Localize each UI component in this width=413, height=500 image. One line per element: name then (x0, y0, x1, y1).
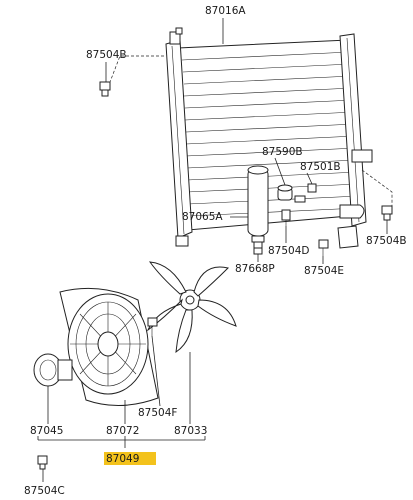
condenser (109, 27, 393, 249)
label-87033: 87033 (174, 425, 207, 437)
label-87065a: 87065A (182, 211, 223, 223)
label-87590b: 87590B (262, 146, 303, 158)
fan-blade (146, 261, 237, 353)
highlight-87049 (104, 452, 156, 465)
clip-87501b (307, 183, 317, 193)
cap-87668p (253, 247, 263, 255)
label-87045: 87045 (30, 425, 63, 437)
callout-labels: 87016A 87504B 87590B 87501B 87065A 87504… (24, 5, 407, 497)
label-87501b: 87501B (300, 161, 341, 173)
label-87049: 87049 (106, 453, 139, 465)
label-87668p: 87668P (235, 263, 275, 275)
label-87072: 87072 (106, 425, 139, 437)
label-87504d: 87504D (268, 245, 310, 257)
label-87016a: 87016A (205, 5, 246, 17)
bolt-87504e (318, 239, 329, 256)
fan-motor (33, 353, 73, 387)
bolt-87504c (37, 455, 48, 470)
pressure-switch (277, 184, 306, 203)
label-87504b-right: 87504B (366, 235, 407, 247)
bolt-87504b-top (99, 81, 111, 97)
label-87504e: 87504E (304, 265, 344, 277)
bolt-87504b-right (381, 205, 393, 221)
bolt-87504f (147, 317, 158, 336)
receiver-drier (247, 165, 269, 249)
label-87504f: 87504F (138, 407, 177, 419)
fan-shroud (59, 287, 159, 407)
bolt-87504d (281, 209, 291, 226)
label-87504b-top: 87504B (86, 49, 127, 61)
label-87504c: 87504C (24, 485, 65, 497)
leader-lines (37, 18, 388, 482)
